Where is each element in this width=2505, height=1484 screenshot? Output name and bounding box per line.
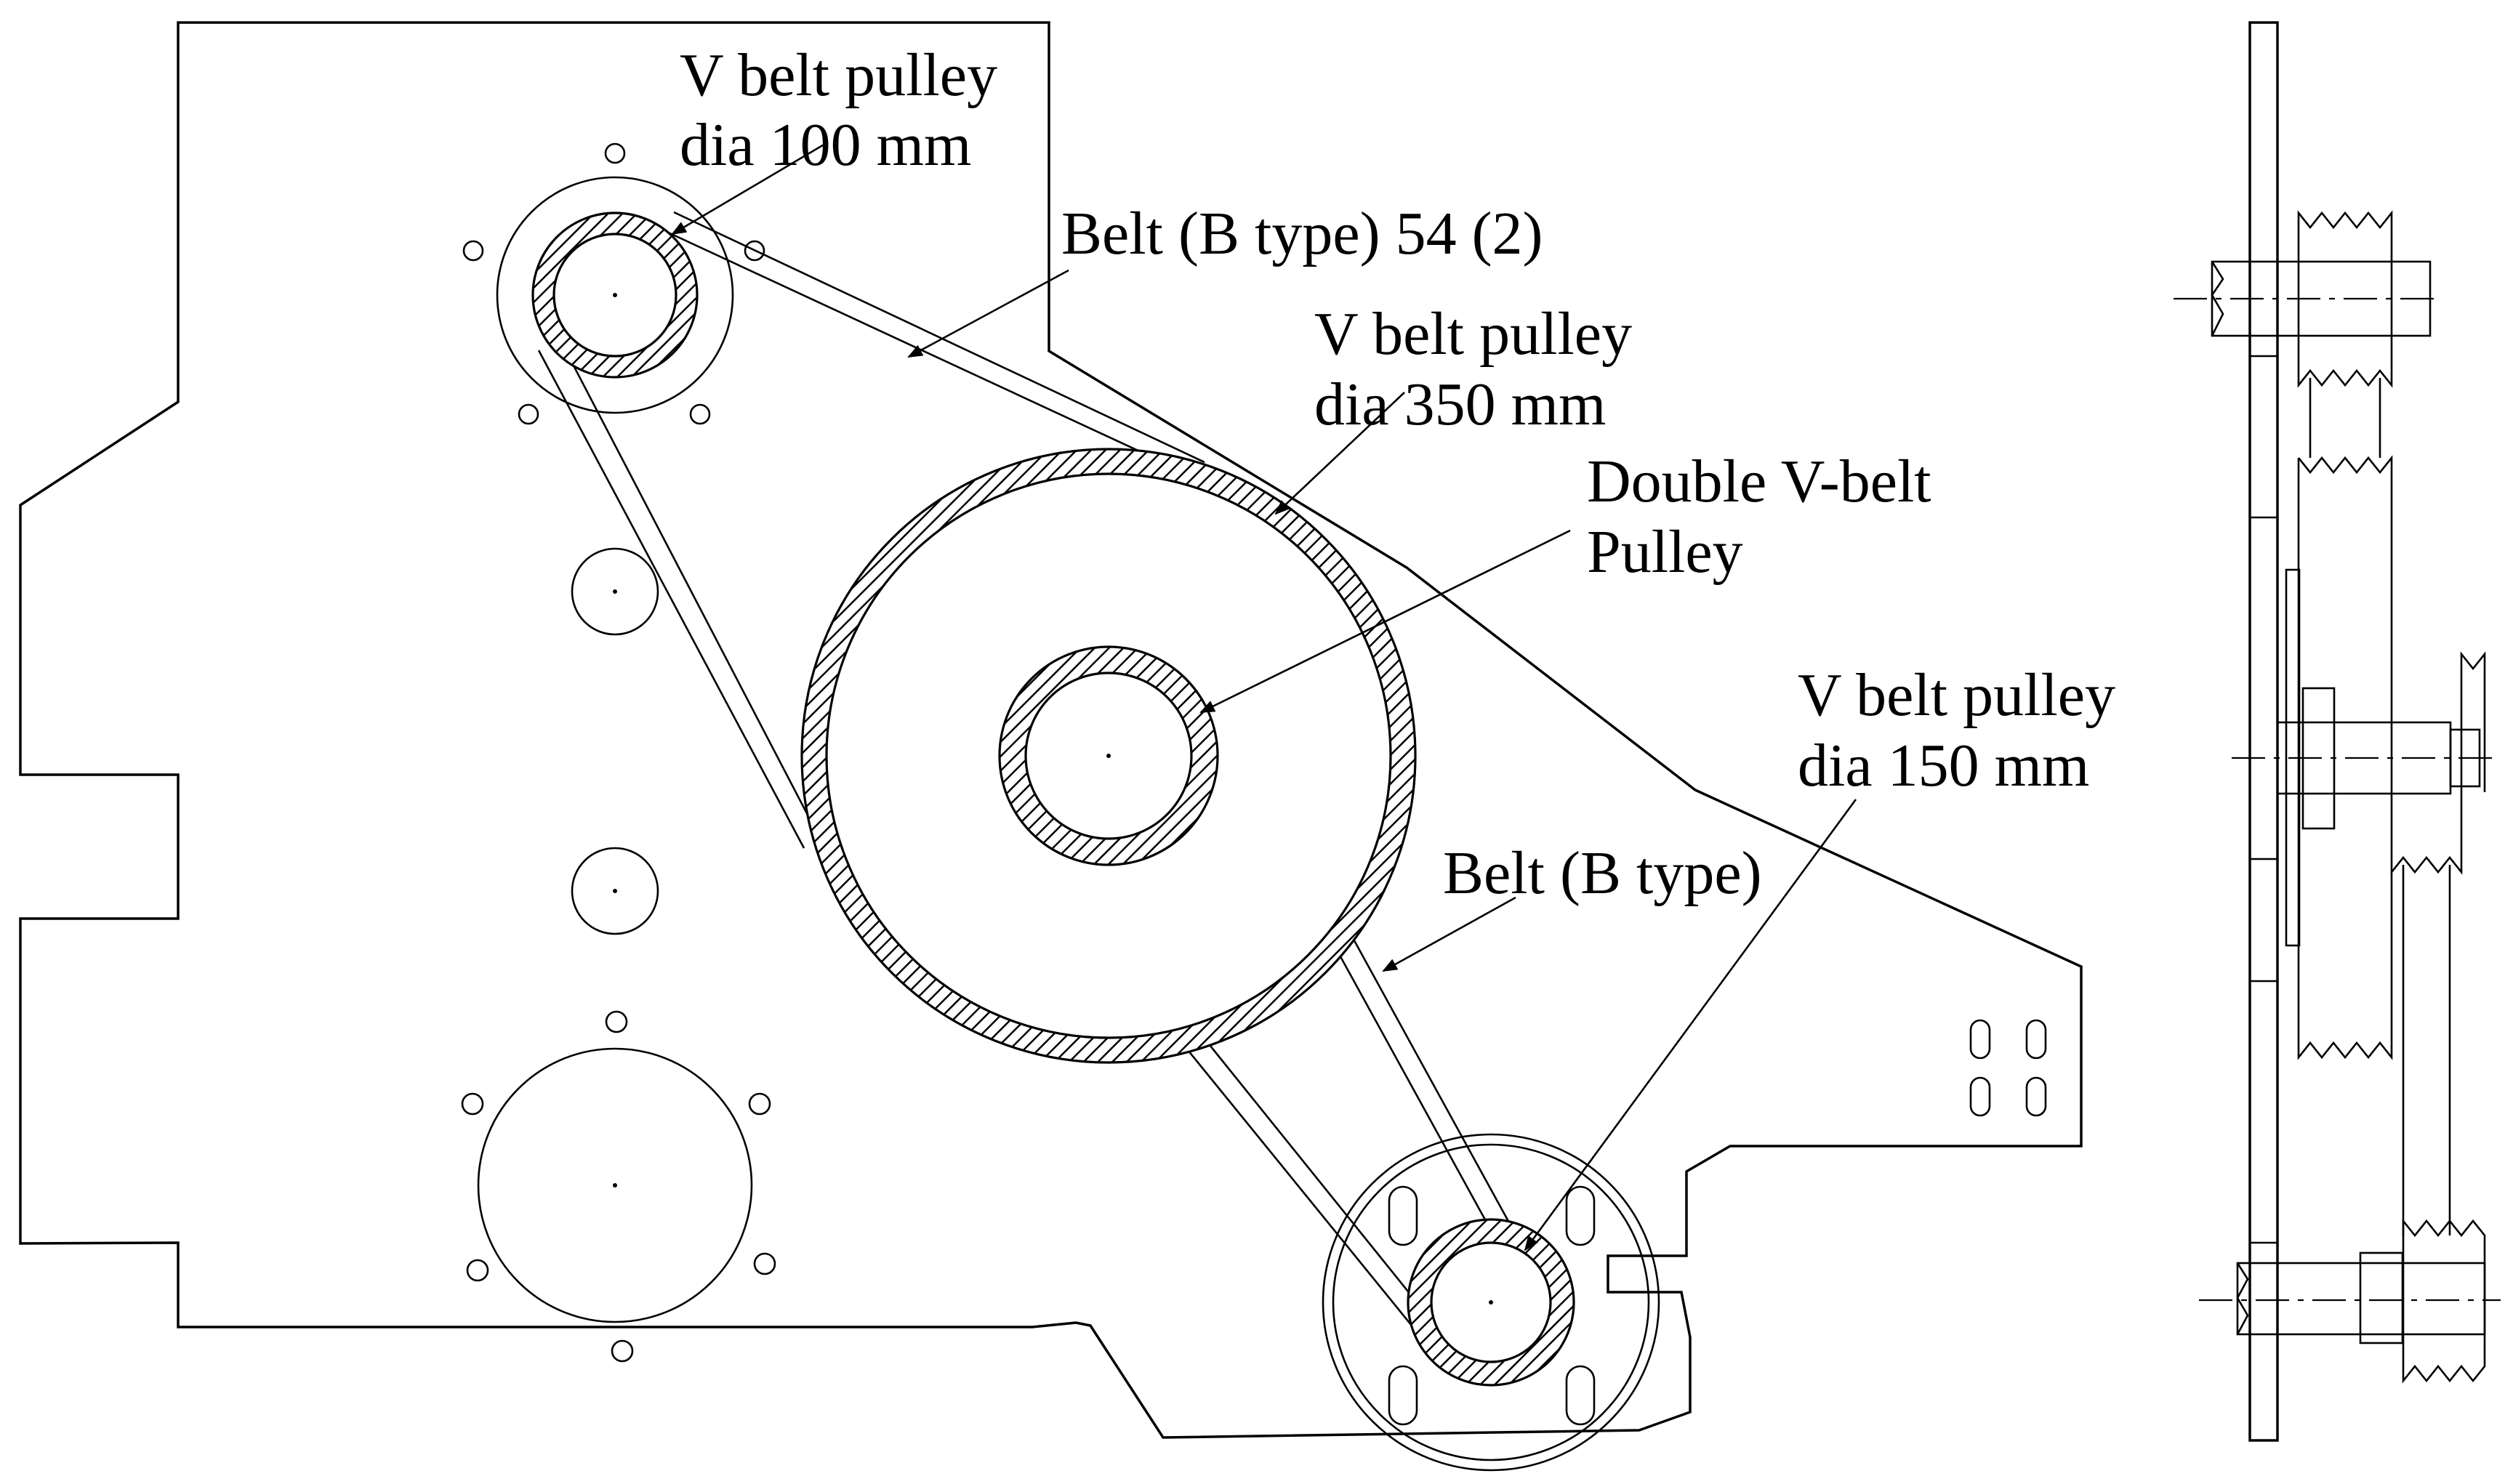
label-pulley-100-line2: dia 100 mm: [680, 111, 971, 179]
label-pulley-350-line1: V belt pulley: [1314, 300, 1632, 368]
base-plate-outline: [19, 21, 2083, 1439]
belt-top: [537, 211, 1205, 849]
pulley-150mm-mount-slots: [1388, 1185, 1596, 1426]
adjustment-slots: [1969, 1019, 2047, 1117]
label-belt-lower: Belt (B type): [1443, 839, 1762, 907]
callout-leaders: [671, 142, 1857, 1251]
label-pulley-150-line2: dia 150 mm: [1798, 732, 2089, 799]
label-double-pulley-line1: Double V-belt: [1587, 448, 1931, 515]
mounting-bolts-small-pulley: [462, 142, 765, 425]
label-double-pulley-line2: Pulley: [1587, 518, 1743, 586]
double-v-belt-pulley: [998, 645, 1219, 866]
side-view: [2174, 21, 2501, 1442]
pulley-150mm: [1322, 1133, 1660, 1472]
plate-holes: [571, 547, 659, 935]
label-belt-top: Belt (B type) 54 (2): [1061, 200, 1543, 267]
label-pulley-100-line1: V belt pulley: [680, 41, 997, 109]
label-pulley-150-line1: V belt pulley: [1798, 661, 2115, 729]
pulley-100mm: [496, 176, 734, 414]
motor-flange: [461, 1010, 776, 1363]
label-pulley-350-line2: dia 350 mm: [1314, 371, 1606, 438]
